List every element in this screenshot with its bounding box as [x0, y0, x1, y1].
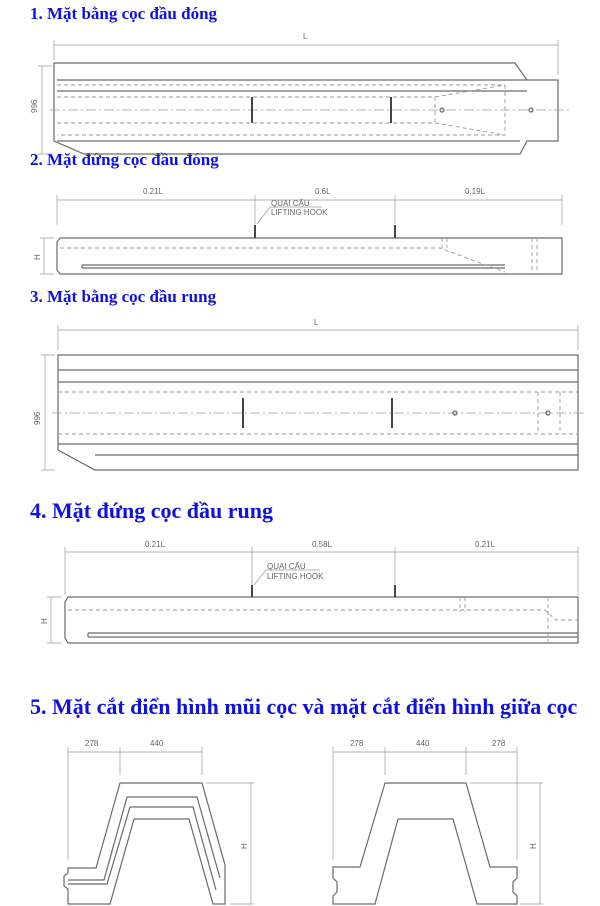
section-3-title: 3. Mặt bằng cọc đầu rung [30, 287, 217, 306]
dimension-line-H [206, 782, 254, 905]
hook-label-vi: QUAI CẨU [267, 562, 306, 571]
pile-outline [64, 596, 579, 644]
pile-outline [56, 237, 563, 275]
section-5-title: 5. Mặt cắt điển hình mũi cọc và mặt cắt … [30, 694, 578, 719]
dimension-line-H [47, 596, 61, 644]
dim-label: 0.19L [465, 187, 486, 196]
hole [452, 410, 458, 416]
lifting-hooks [251, 585, 396, 597]
pile-outline [53, 62, 559, 155]
section-4-title: 4. Mặt đứng cọc đầu rung [30, 498, 273, 523]
dimension-line-width [41, 354, 55, 471]
dim-label: 440 [150, 739, 164, 748]
dim-label: 440 [416, 739, 430, 748]
dim-label: 0.21L [145, 540, 166, 549]
section-outline [63, 782, 226, 905]
dimension-line-H [470, 782, 543, 905]
lifting-hooks [251, 97, 392, 123]
dimension-line-width [38, 65, 52, 155]
dim-label: 0.21L [475, 540, 496, 549]
dimension-lines [64, 547, 579, 595]
section-pile-middle: 278 440 278 H [332, 739, 543, 905]
dim-label-L: L [303, 32, 308, 41]
section-inner-lines [68, 796, 221, 891]
hook-label-en: LIFTING HOOK [267, 572, 324, 581]
dim-label-H: H [33, 254, 42, 260]
dim-label: 278 [350, 739, 364, 748]
pile-flange [87, 632, 578, 638]
plan-vibrated-pile: L 996 [33, 318, 585, 471]
dim-label: 278 [492, 739, 506, 748]
section-2-title: 2. Mặt đứng cọc đầu đóng [30, 150, 219, 169]
hook-leader [253, 569, 320, 586]
dim-label-width: 996 [30, 99, 39, 113]
pile-flange [81, 264, 505, 269]
elevation-driven-pile: 0.21L 0.6L 0.19L QUAI CẨU LIFTING HOOK H [33, 187, 563, 275]
dim-label-H: H [529, 843, 538, 849]
dim-label: 0.6L [315, 187, 331, 196]
section-1-title: 1. Mặt bằng cọc đầu đóng [30, 4, 218, 23]
dimension-line-H [40, 237, 54, 275]
dimension-lines-top [67, 747, 203, 860]
hidden-lines [68, 597, 578, 643]
dim-label-H: H [240, 843, 249, 849]
pile-edges [57, 79, 527, 142]
section-pile-tip: 278 440 H [63, 739, 254, 905]
hidden-lines [60, 238, 538, 274]
dim-label: 0.21L [143, 187, 164, 196]
dim-label-width: 996 [33, 411, 42, 425]
dimension-lines [56, 195, 563, 225]
hole [439, 107, 445, 113]
dimension-line-L [53, 40, 559, 75]
hidden-lines [58, 391, 578, 435]
section-outline [332, 782, 518, 905]
lifting-hooks [242, 398, 393, 428]
dimension-lines-top [332, 747, 518, 860]
hook-leader [256, 206, 322, 225]
plan-driven-pile: L 996 [30, 32, 572, 155]
pile-outline [57, 354, 579, 471]
hole [528, 107, 534, 113]
dim-label-H: H [40, 618, 49, 624]
dimension-line-L [57, 325, 579, 350]
dim-label: 0.58L [312, 540, 333, 549]
dim-label-L: L [314, 318, 319, 327]
pile-edges [58, 369, 578, 456]
lifting-hooks [254, 225, 396, 238]
hook-label-vi: QUAI CẨU [271, 199, 310, 208]
dim-label: 278 [85, 739, 99, 748]
hook-label-en: LIFTING HOOK [271, 208, 328, 217]
elevation-vibrated-pile: 0.21L 0.58L 0.21L QUAI CẨU LIFTING HOOK … [40, 540, 579, 644]
hole [545, 410, 551, 416]
